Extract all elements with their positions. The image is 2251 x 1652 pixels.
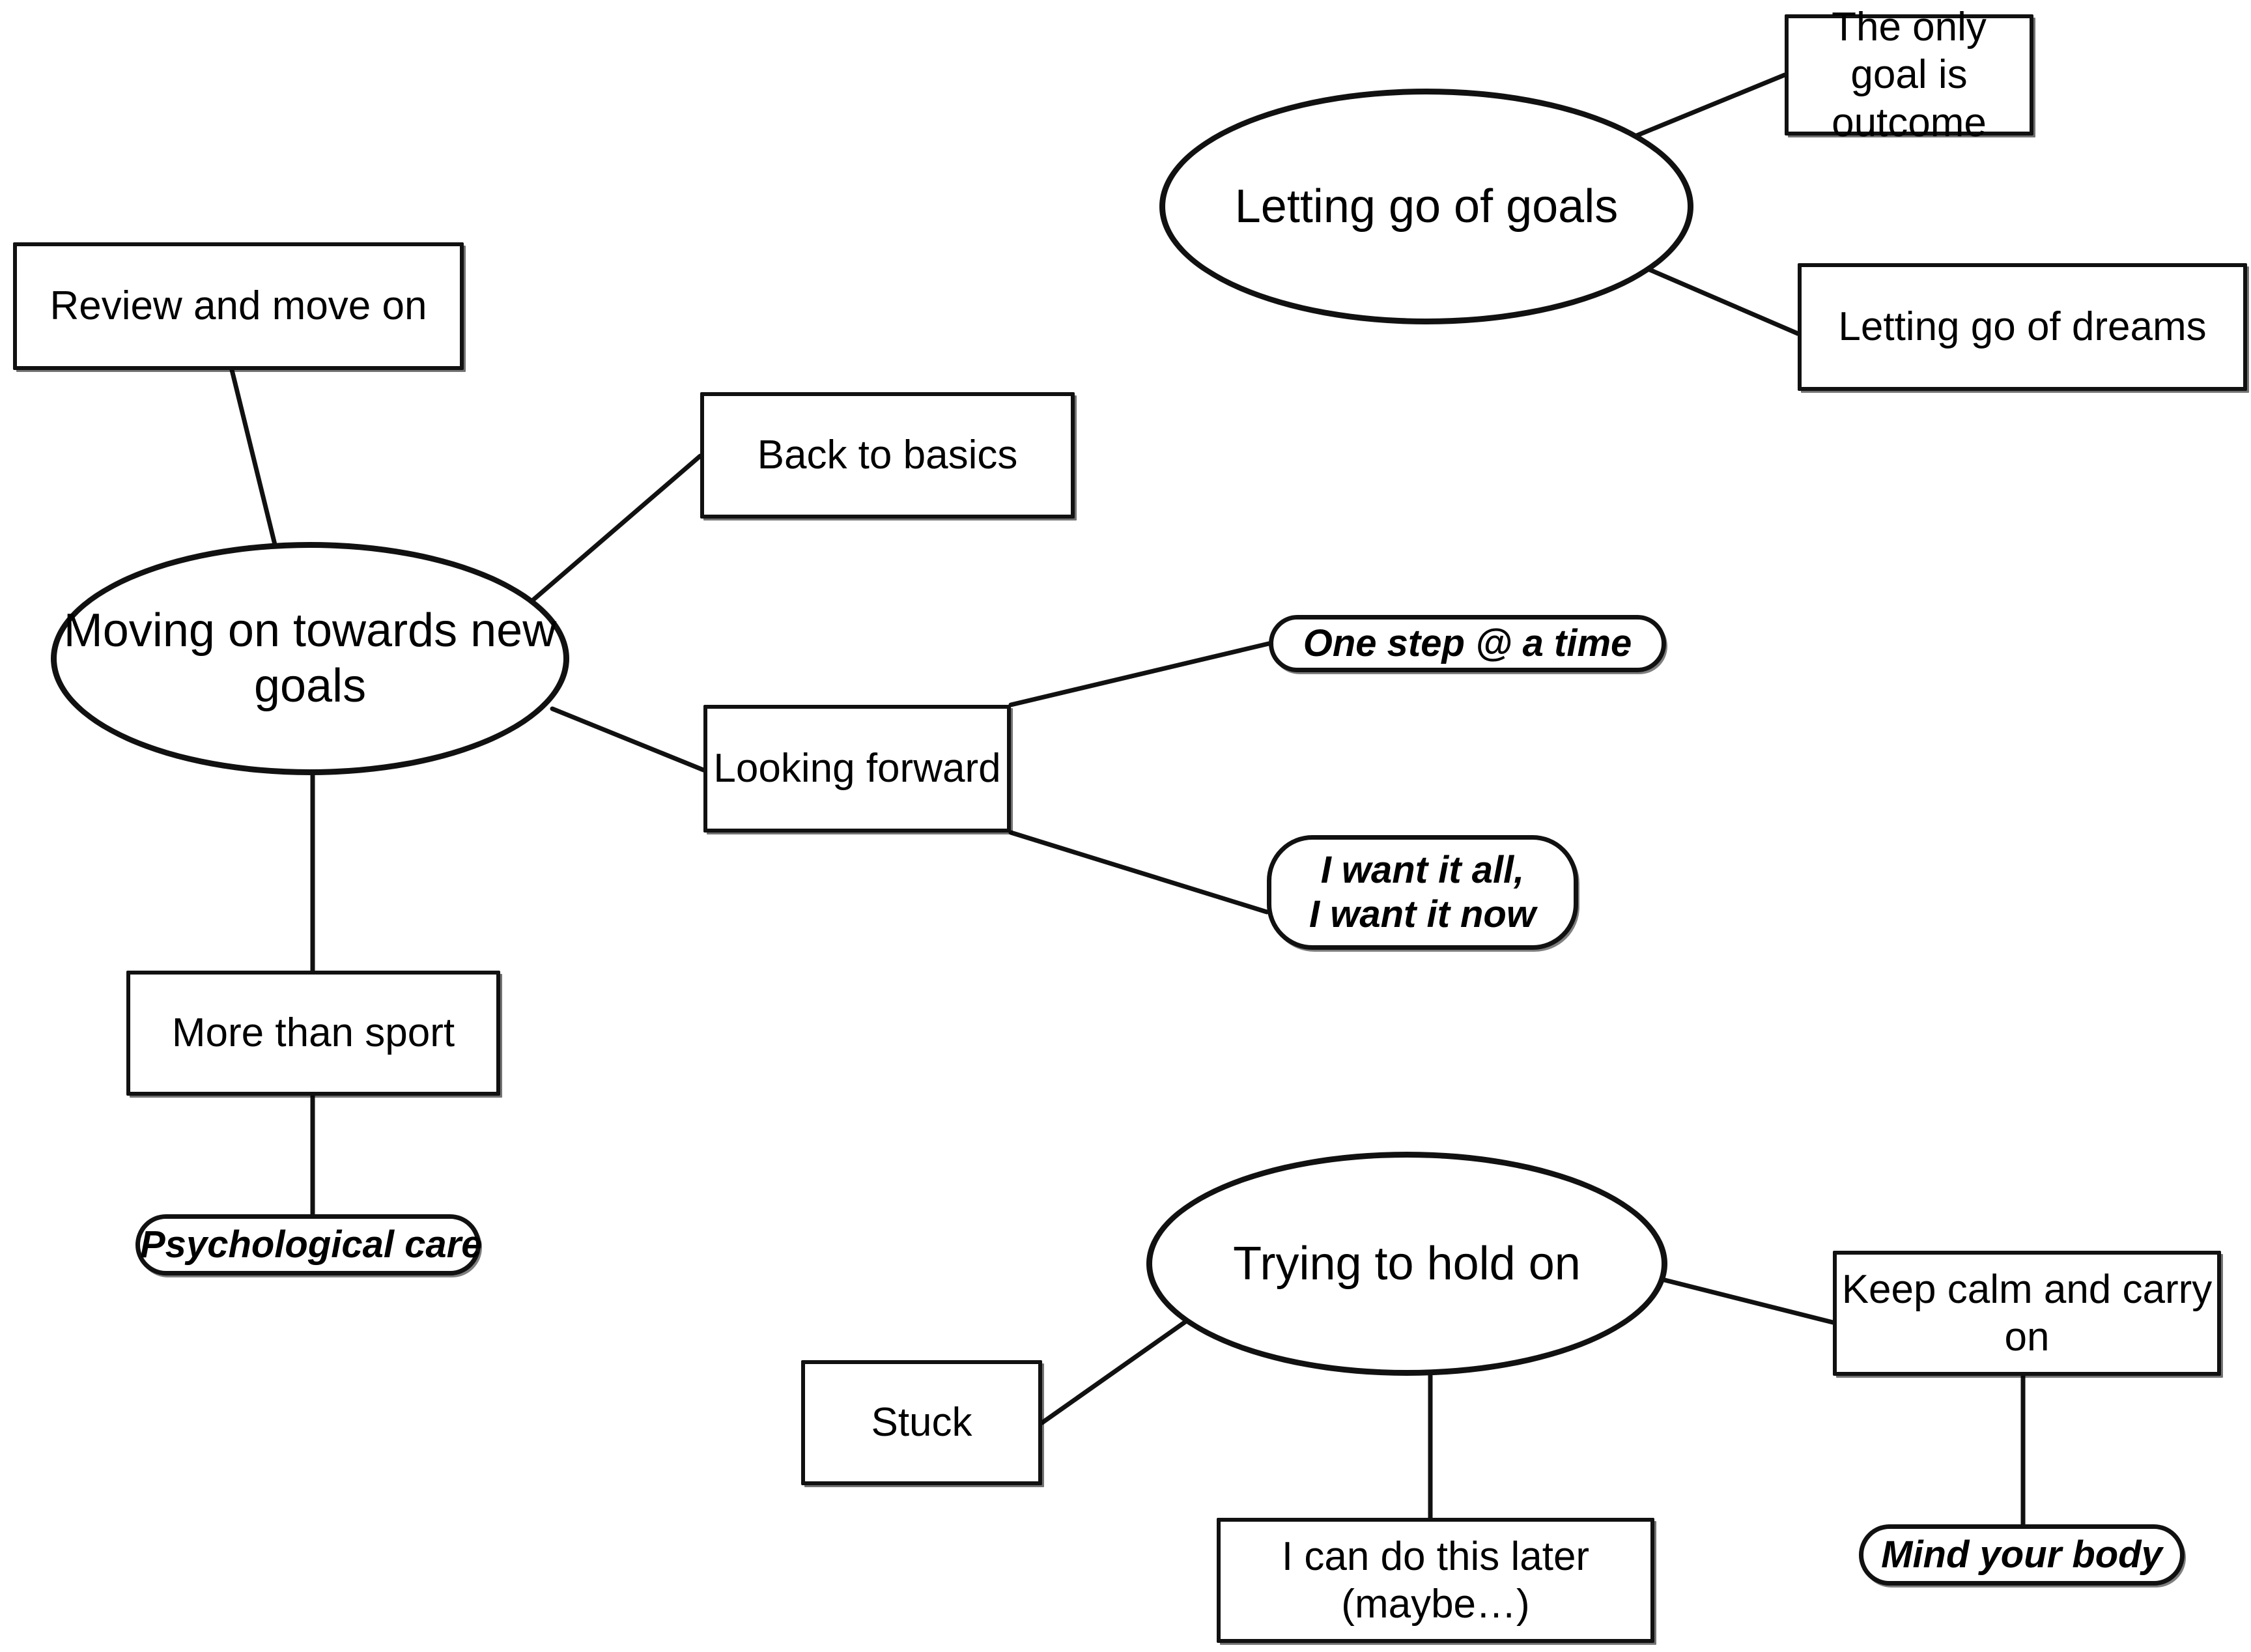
connector-looking-forward-to-one-step-at-a-time: [1008, 641, 1271, 707]
connector-moving-on-towards-new-goals-to-looking-forward: [550, 706, 706, 773]
node-label-stuck: Stuck: [871, 1400, 972, 1445]
node-trying-to-hold-on[interactable]: Trying to hold on: [1146, 1152, 1667, 1376]
node-stuck[interactable]: Stuck: [801, 1360, 1042, 1485]
connector-moving-on-towards-new-goals-to-back-to-basics: [524, 453, 703, 608]
node-psychological-care[interactable]: Psychological care: [135, 1214, 483, 1275]
node-label-keep-calm-and-carry-on: Keep calm and carry on: [1841, 1266, 2213, 1360]
node-i-can-do-this-later[interactable]: I can do this later (maybe…): [1217, 1518, 1654, 1643]
node-label-back-to-basics: Back to basics: [757, 433, 1018, 478]
node-i-want-it-all-i-want-it-now[interactable]: I want it all,I want it now: [1267, 835, 1578, 950]
node-label-mind-your-body: Mind your body: [1881, 1533, 2162, 1576]
node-mind-your-body[interactable]: Mind your body: [1859, 1524, 2185, 1586]
node-keep-calm-and-carry-on[interactable]: Keep calm and carry on: [1833, 1251, 2221, 1376]
connector-looking-forward-to-i-want-it-all-i-want-it-now: [1008, 830, 1269, 915]
connector-letting-go-of-goals-to-letting-go-of-dreams: [1644, 266, 1800, 336]
node-the-only-goal-is-outcome[interactable]: The only goal is outcome: [1785, 5, 2033, 145]
connector-letting-go-of-goals-to-the-only-goal-is-outcome: [1634, 72, 1787, 138]
node-back-to-basics[interactable]: Back to basics: [700, 392, 1075, 519]
node-label-letting-go-of-goals: Letting go of goals: [1234, 180, 1619, 233]
node-moving-on-towards-new-goals[interactable]: Moving on towards new goals: [51, 542, 569, 775]
node-review-and-move-on[interactable]: Review and move on: [13, 242, 464, 370]
node-label-review-and-move-on: Review and move on: [50, 283, 427, 329]
node-label-more-than-sport: More than sport: [171, 1010, 455, 1056]
node-label-psychological-care: Psychological care: [140, 1223, 483, 1266]
connector-trying-to-hold-on-to-stuck: [1040, 1315, 1195, 1425]
node-letting-go-of-dreams[interactable]: Letting go of dreams: [1798, 263, 2247, 391]
node-label-the-only-goal-is-outcome: The only goal is outcome: [1832, 5, 1987, 145]
node-more-than-sport[interactable]: More than sport: [126, 971, 500, 1096]
node-one-step-at-a-time[interactable]: One step @ a time: [1269, 615, 1666, 672]
node-label-looking-forward: Looking forward: [713, 746, 1001, 791]
node-label-letting-go-of-dreams: Letting go of dreams: [1838, 304, 2207, 350]
connector-review-and-move-on-to-moving-on-towards-new-goals: [229, 367, 279, 555]
node-letting-go-of-goals[interactable]: Letting go of goals: [1159, 89, 1693, 324]
node-looking-forward[interactable]: Looking forward: [703, 705, 1011, 833]
node-label-one-step-at-a-time: One step @ a time: [1303, 621, 1632, 664]
connector-trying-to-hold-on-to-keep-calm-and-carry-on: [1649, 1274, 1835, 1325]
node-label-i-can-do-this-later: I can do this later (maybe…): [1281, 1533, 1590, 1627]
node-label-i-want-it-all-i-want-it-now: I want it all,I want it now: [1309, 848, 1536, 935]
node-label-moving-on-towards-new-goals: Moving on towards new goals: [63, 605, 557, 712]
node-label-trying-to-hold-on: Trying to hold on: [1233, 1237, 1581, 1290]
